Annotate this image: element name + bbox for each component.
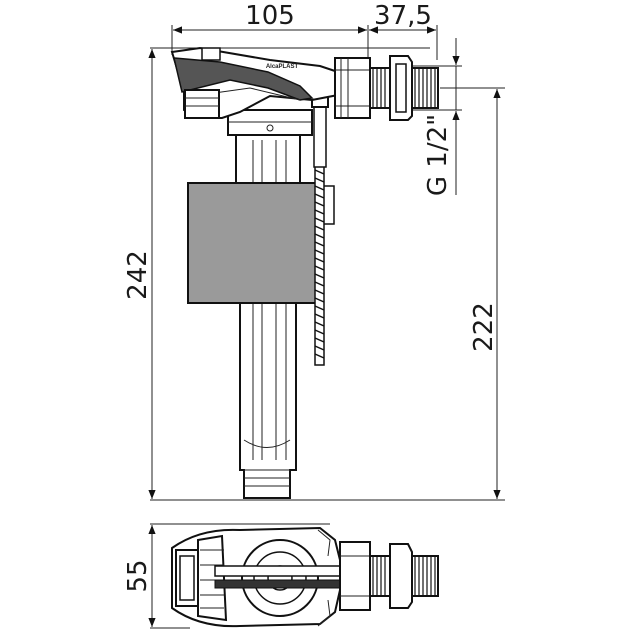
valve-neck (227, 109, 313, 136)
front-view: AlcaPLAST (170, 46, 439, 499)
dimension-lines (148, 25, 505, 629)
dim-37-5-label: 37,5 (374, 1, 432, 31)
top-view (171, 526, 439, 628)
adjustment-rod (311, 84, 329, 366)
dim-222-label: 222 (469, 302, 499, 352)
lever-assembly: AlcaPLAST (170, 46, 339, 119)
dim-105-label: 105 (245, 1, 295, 31)
dim-55-label: 55 (123, 559, 153, 592)
float-cup (187, 182, 317, 304)
dim-thread-label: G 1/2" (423, 114, 453, 196)
brand-logo: AlcaPLAST (266, 64, 299, 70)
inlet-connector (334, 55, 439, 121)
dim-242-label: 242 (123, 250, 153, 300)
